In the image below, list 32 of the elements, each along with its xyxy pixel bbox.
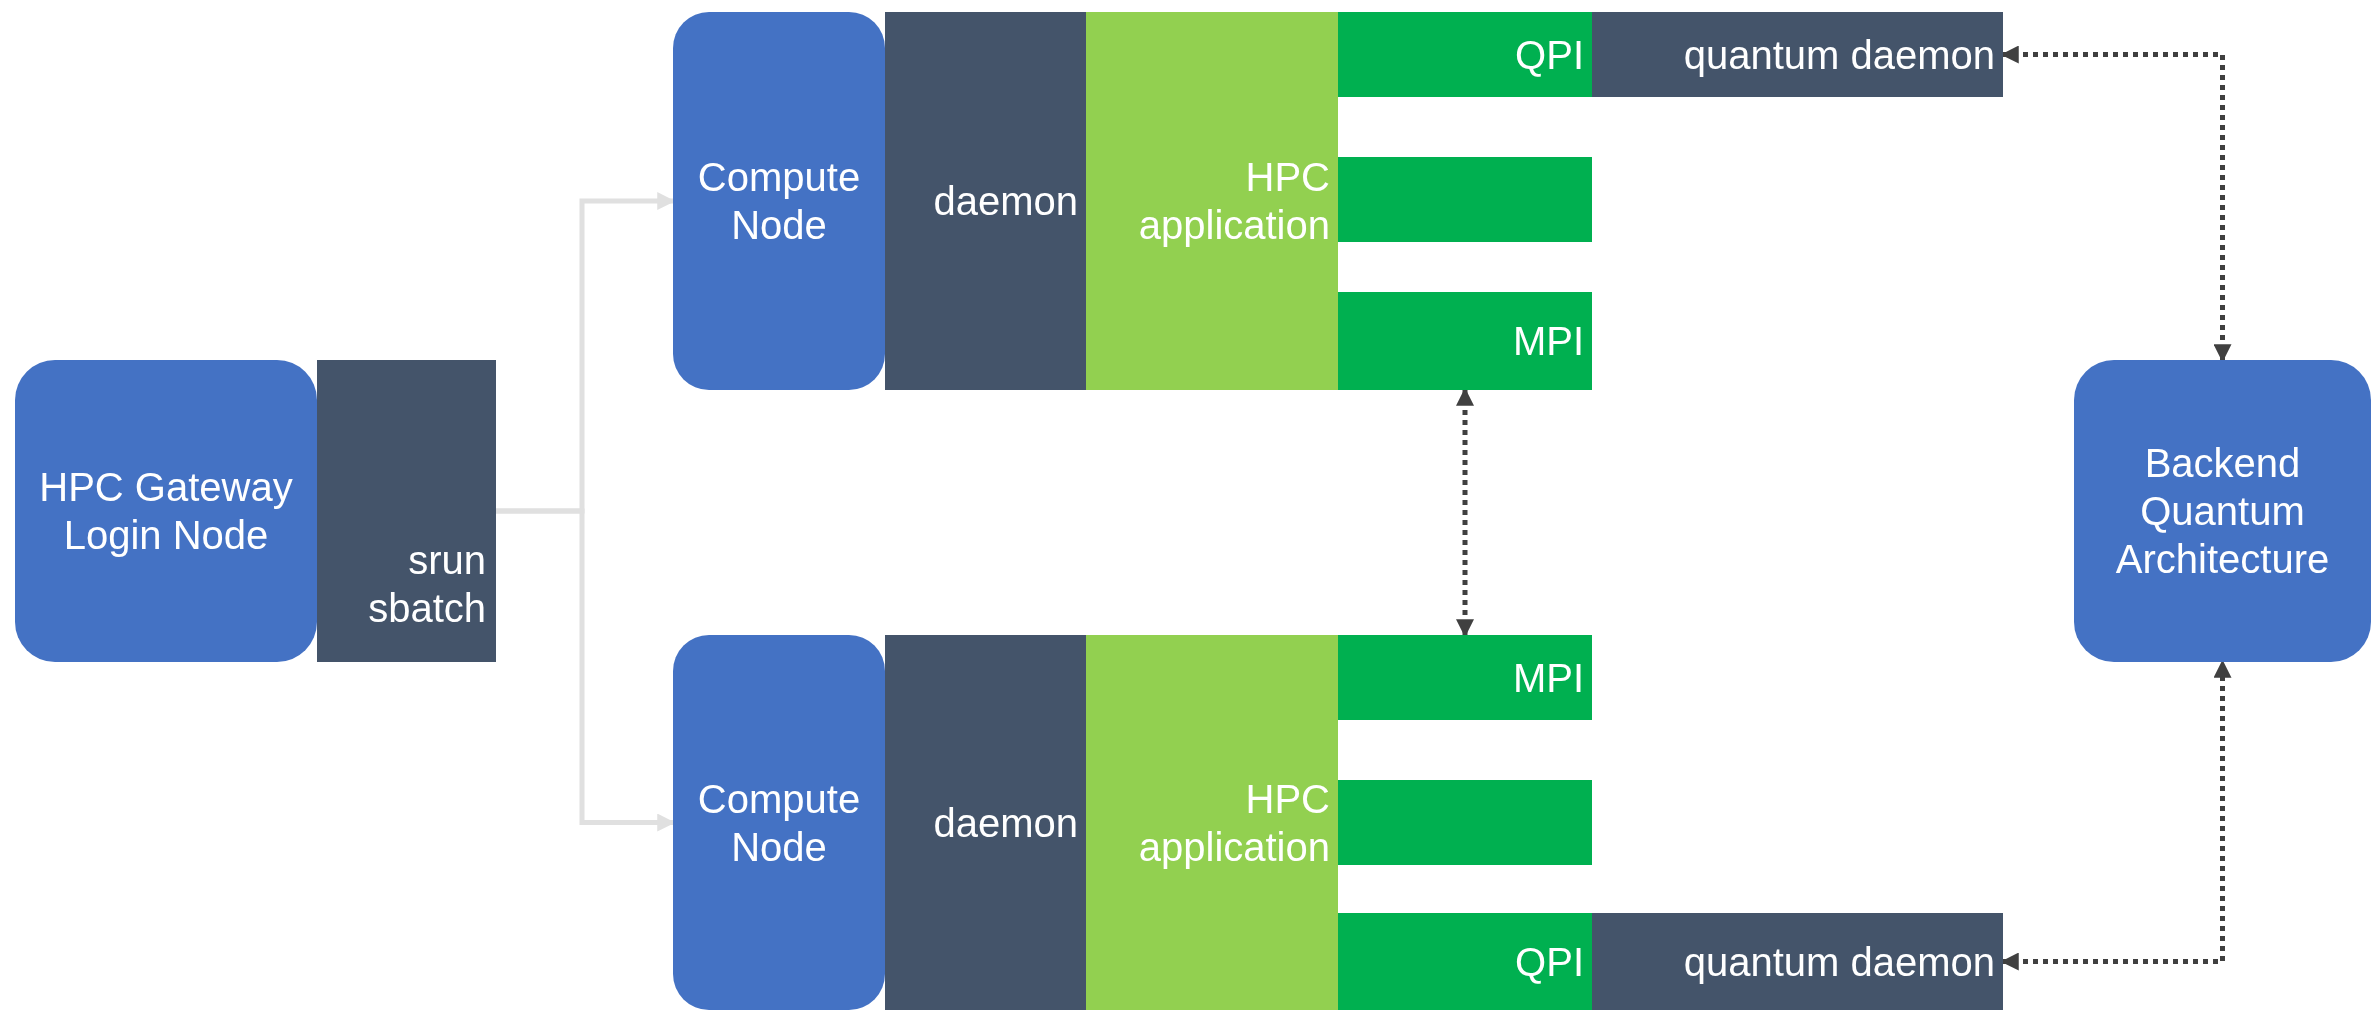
interface-box bbox=[1338, 157, 1592, 242]
compute-node-box bbox=[673, 12, 885, 390]
application-box bbox=[1086, 635, 1338, 1010]
node-label: quantum daemon bbox=[1683, 31, 1995, 79]
scheduler-box bbox=[317, 360, 496, 662]
node-label: quantum daemon bbox=[1683, 938, 1995, 986]
node-label: HPC Gateway Login Node bbox=[38, 464, 294, 559]
node-label: MPI bbox=[1512, 318, 1584, 365]
node-label: Backend Quantum Architecture bbox=[2114, 440, 2331, 583]
login-node-box bbox=[15, 360, 317, 662]
node-label: HPC application bbox=[1137, 775, 1330, 871]
daemon-box bbox=[1592, 913, 2003, 1010]
interface-box bbox=[1338, 12, 1592, 97]
node-label: QPI bbox=[1515, 938, 1584, 986]
node-label: HPC application bbox=[1137, 154, 1330, 249]
interface-box bbox=[1338, 913, 1592, 1010]
node-label: Compute Node bbox=[696, 775, 862, 871]
node-label: daemon bbox=[933, 799, 1078, 847]
daemon-box bbox=[885, 635, 1086, 1010]
node-label: srun sbatch bbox=[367, 537, 486, 632]
node-label: QPI bbox=[1515, 31, 1584, 79]
node-label: daemon bbox=[933, 178, 1078, 225]
compute-node-box bbox=[673, 635, 885, 1010]
daemon-box bbox=[885, 12, 1086, 390]
architecture-box bbox=[2074, 360, 2371, 662]
interface-box bbox=[1338, 292, 1592, 390]
node-label: Compute Node bbox=[696, 154, 862, 249]
application-box bbox=[1086, 12, 1338, 390]
interface-box bbox=[1338, 635, 1592, 720]
node-label: MPI bbox=[1512, 654, 1584, 702]
daemon-box bbox=[1592, 12, 2003, 97]
interface-box bbox=[1338, 780, 1592, 865]
